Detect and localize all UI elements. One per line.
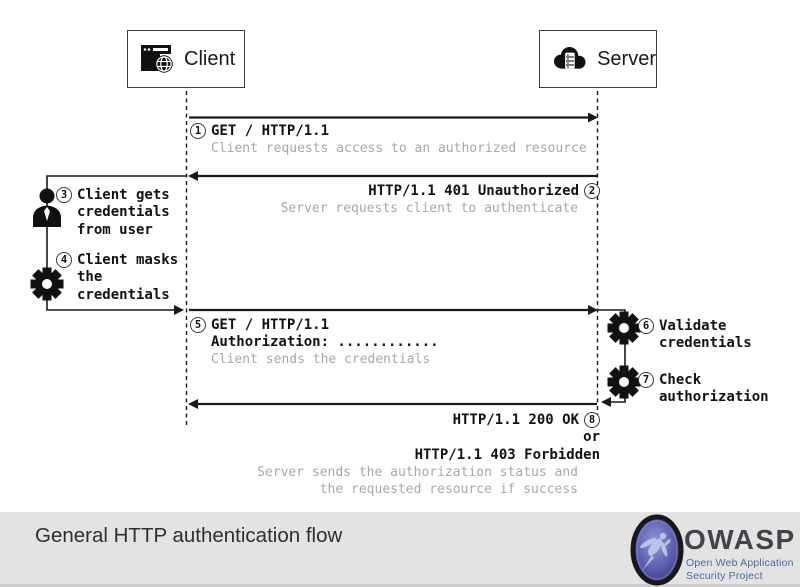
step-number-badge: 7 xyxy=(638,371,654,388)
message-8-or: or xyxy=(583,429,600,446)
gear-icon xyxy=(607,311,641,345)
browser-globe-icon xyxy=(141,45,173,73)
message-2-label: HTTP/1.1 401 Unauthorized 2 Server reque… xyxy=(281,182,600,217)
client-side-bracket xyxy=(46,175,186,315)
step-7-label: 7 Check authorization xyxy=(638,371,769,406)
gear-icon xyxy=(607,365,641,399)
message-2-title: HTTP/1.1 401 Unauthorized xyxy=(368,182,579,199)
client-actor-box: Client xyxy=(127,30,245,88)
user-icon xyxy=(33,188,61,227)
message-5-label: 5 GET / HTTP/1.1 Authorization: ........… xyxy=(190,316,439,369)
message-5-desc: Client sends the credentials xyxy=(211,352,431,368)
message-arrow-8 xyxy=(188,399,597,409)
cloud-server-icon xyxy=(553,47,586,69)
owasp-subtitle-line2: Security Project xyxy=(686,570,763,582)
owasp-wordmark: OWASP xyxy=(684,524,796,555)
message-8-desc-line2: the requested resource if success xyxy=(319,482,578,498)
client-label: Client xyxy=(184,47,236,70)
owasp-subtitle-line1: Open Web Application xyxy=(686,557,794,569)
message-arrow-1 xyxy=(189,112,598,123)
slide-title: General HTTP authentication flow xyxy=(35,524,343,547)
step-number-badge: 6 xyxy=(638,317,654,334)
arrowhead-left-icon xyxy=(601,397,611,407)
message-arrow-5 xyxy=(189,305,598,315)
wasp-figure xyxy=(640,532,671,571)
arrowhead-right-icon xyxy=(174,305,184,315)
arrowhead-left-icon xyxy=(188,171,198,181)
message-1-title: GET / HTTP/1.1 xyxy=(211,122,330,139)
owasp-logo-gem-icon xyxy=(630,514,684,586)
step-number-badge: 1 xyxy=(190,122,206,139)
server-side-bracket xyxy=(598,309,626,407)
gear-icon xyxy=(30,267,64,301)
message-2-desc: Server requests client to authenticate xyxy=(280,200,578,216)
arrowhead-right-icon xyxy=(588,112,598,123)
message-8-label: HTTP/1.1 200 OK 8 or HTTP/1.1 403 Forbid… xyxy=(257,411,600,499)
arrowhead-left-icon xyxy=(188,399,198,409)
step-3-label: 3 Client gets credentials from user xyxy=(56,186,170,239)
step-6-label: 6 Validate credentials xyxy=(638,317,752,352)
message-1-desc: Client requests access to an authorized … xyxy=(211,140,587,156)
step-number-badge: 3 xyxy=(56,186,72,203)
step-4-label: 4 Client masks the credentials xyxy=(56,251,178,304)
step-number-badge: 8 xyxy=(584,411,600,428)
step-number-badge: 2 xyxy=(584,182,600,199)
step-number-badge: 4 xyxy=(56,251,72,268)
message-1-label: 1 GET / HTTP/1.1 Client requests access … xyxy=(190,122,587,157)
message-8-alt-title: HTTP/1.1 403 Forbidden xyxy=(414,446,600,463)
message-8-title: HTTP/1.1 200 OK xyxy=(452,411,579,428)
server-label: Server xyxy=(597,47,656,70)
arrowhead-right-icon xyxy=(588,305,598,315)
message-5-subtitle: Authorization: ............ xyxy=(211,334,439,351)
step-number-badge: 5 xyxy=(190,316,206,333)
message-8-desc-line1: Server sends the authorization status an… xyxy=(257,464,578,480)
message-5-title: GET / HTTP/1.1 xyxy=(211,316,330,333)
server-actor-box: Server xyxy=(539,30,657,88)
message-arrow-2 xyxy=(188,171,597,181)
